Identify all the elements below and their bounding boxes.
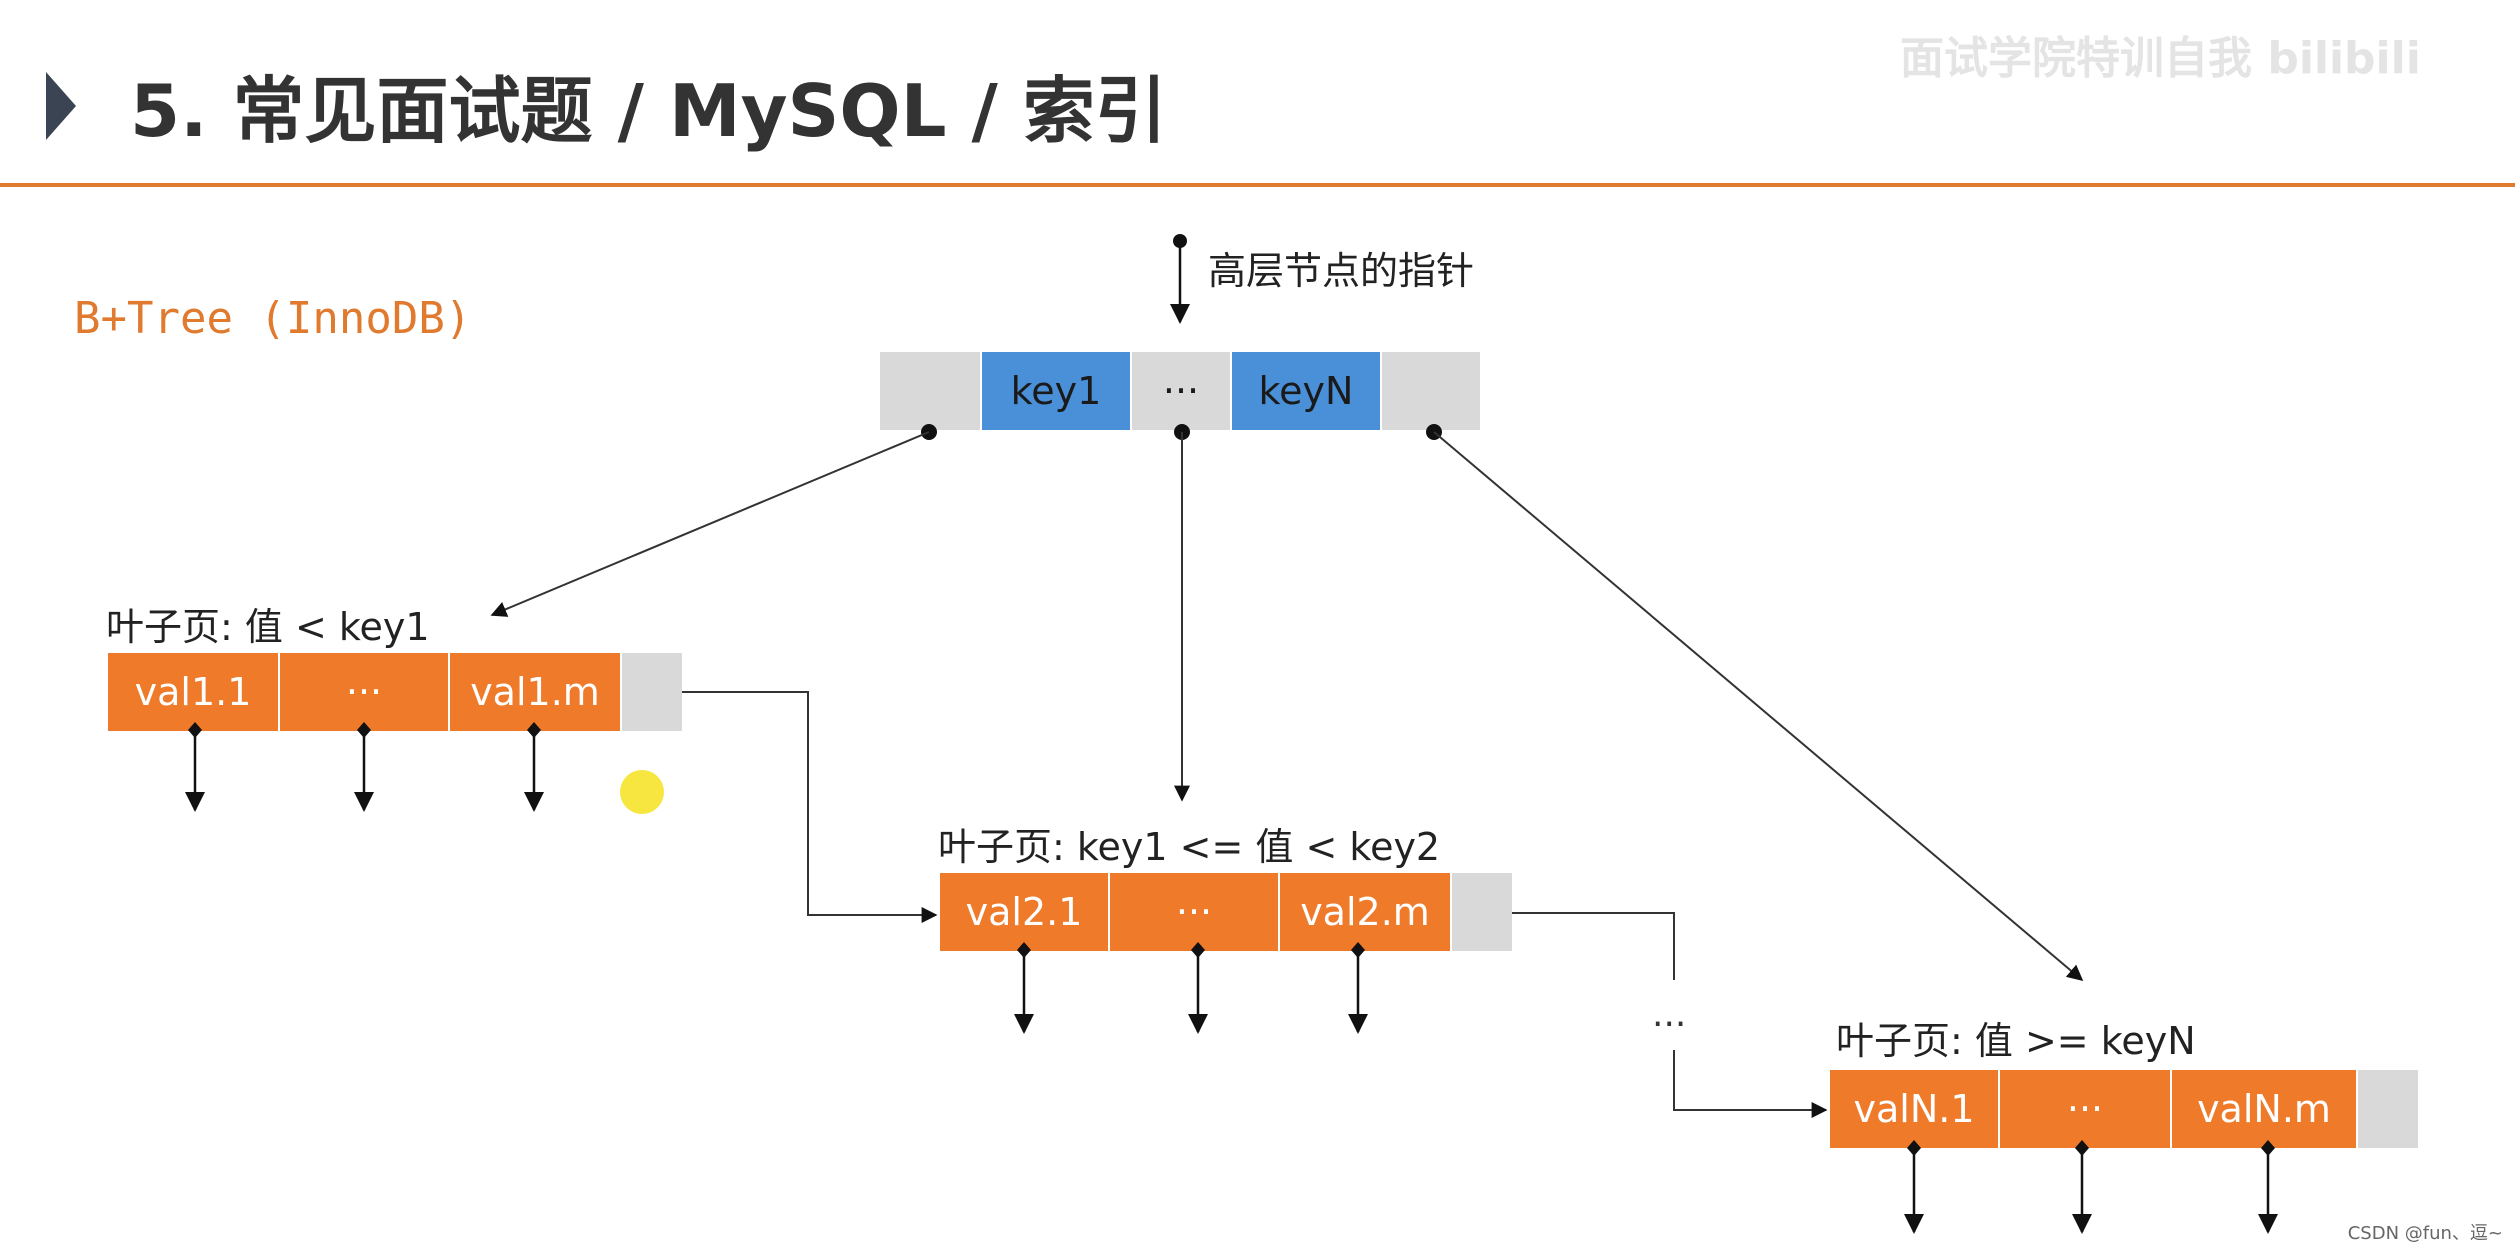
leaf1-value-cell: val1.1 — [108, 653, 280, 731]
root-keyN-cell: keyN — [1232, 352, 1382, 430]
leafN-value-cell: valN.1 — [1830, 1070, 2000, 1148]
link-into-leafN — [1673, 1050, 1828, 1118]
page-title: 5. 常见面试题 / MySQL / 索引 — [130, 69, 1167, 153]
leafN-data-pointers — [1904, 1140, 2278, 1234]
leaf2-value-cell: val2.m — [1280, 873, 1452, 951]
leafN-caption: 叶子页: 值 >= keyN — [1836, 1019, 2196, 1063]
footer-credit: CSDN @fun、逗~ — [2347, 1223, 2503, 1244]
leaf1-node: val1.1 ··· val1.m — [108, 653, 682, 731]
header-divider — [0, 183, 2515, 187]
root-ellipsis-cell: ··· — [1132, 352, 1232, 430]
root-to-leafN-arrow — [1426, 424, 2084, 982]
leaf1-value-cell: val1.m — [450, 653, 622, 731]
between-leaves-ellipsis: ··· — [1652, 1004, 1687, 1045]
leafN-ellipsis-cell: ··· — [2000, 1070, 2172, 1148]
leafN-value-cell: valN.m — [2172, 1070, 2358, 1148]
leaf1-data-pointers — [185, 722, 544, 812]
root-pointer-cell — [880, 352, 982, 430]
leaf1-caption: 叶子页: 值 < key1 — [106, 605, 430, 649]
root-key1-cell: key1 — [982, 352, 1132, 430]
leaf2-data-pointers — [1014, 942, 1368, 1034]
leafN-next-pointer-cell — [2358, 1070, 2418, 1148]
root-node: key1 ··· keyN — [880, 352, 1480, 430]
watermark: 面试学院特训自我 bilibili — [1900, 33, 2421, 84]
leaf2-caption: 叶子页: key1 <= 值 < key2 — [938, 825, 1441, 869]
diagram-subtitle: B+Tree (InnoDB) — [74, 293, 472, 344]
slide-header: 5. 常见面试题 / MySQL / 索引 面试学院特训自我 bilibili — [0, 0, 2515, 187]
leaf2-ellipsis-cell: ··· — [1110, 873, 1280, 951]
root-pointer-cell — [1382, 352, 1480, 430]
top-pointer-arrow — [1170, 234, 1190, 324]
leaf1-ellipsis-cell: ··· — [280, 653, 450, 731]
root-to-leaf1-arrow — [490, 424, 937, 617]
pointer-highlight — [620, 770, 664, 814]
leafN-node: valN.1 ··· valN.m — [1830, 1070, 2418, 1148]
leaf2-node: val2.1 ··· val2.m — [940, 873, 1512, 951]
leaf2-next-pointer-cell — [1452, 873, 1512, 951]
pointer-label: 高层节点的指针 — [1208, 249, 1475, 293]
leaf1-next-pointer-cell — [622, 653, 682, 731]
leaf2-to-next-link — [1512, 912, 1675, 980]
leaf2-value-cell: val2.1 — [940, 873, 1110, 951]
root-to-leaf2-arrow — [1174, 424, 1190, 802]
chevron-right-icon — [46, 72, 76, 140]
leaf1-to-leaf2-link — [682, 691, 938, 923]
